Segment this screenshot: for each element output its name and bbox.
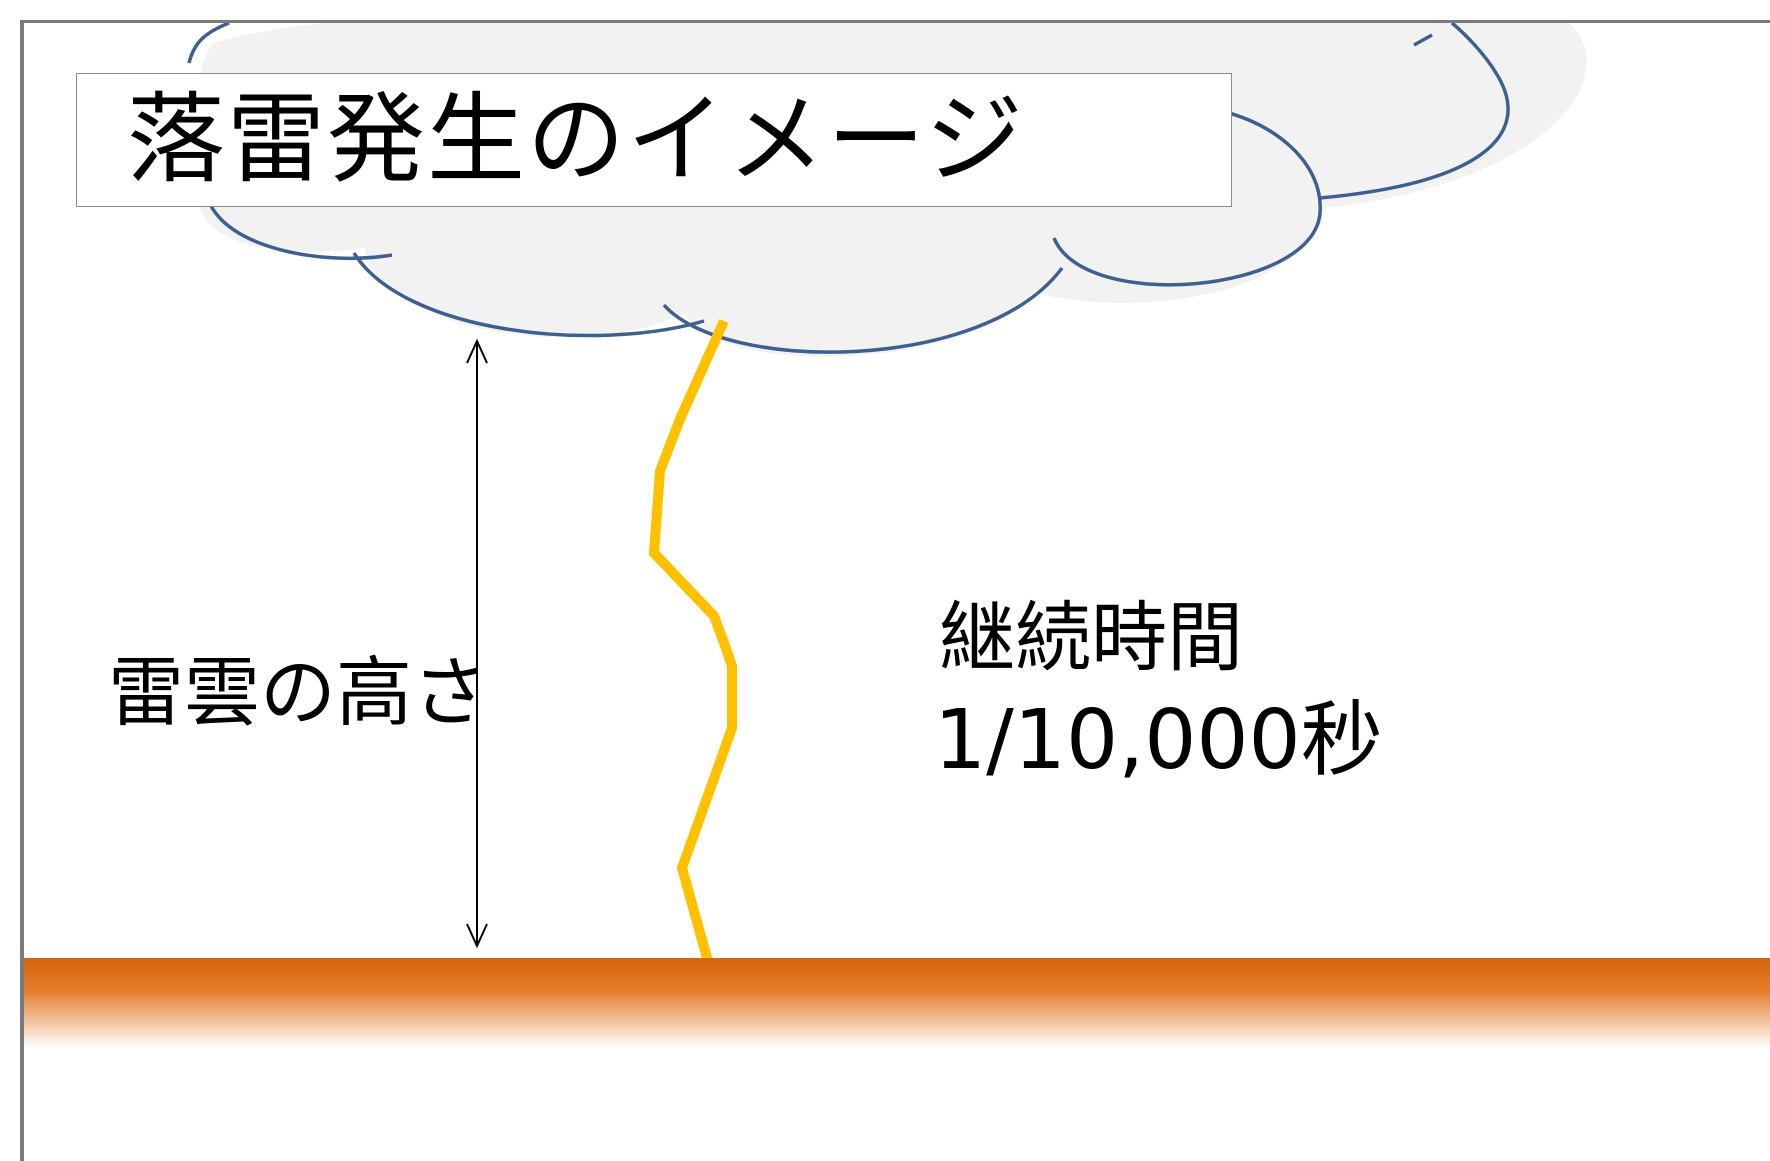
duration-value-label: 1/10,000秒 — [934, 693, 1383, 788]
ground-icon — [24, 958, 1770, 1048]
lightning-bolt-icon — [648, 318, 737, 985]
double-headed-vertical-arrow-icon — [466, 338, 488, 949]
title-box: 落雷発生のイメージ — [76, 73, 1232, 207]
page-title: 落雷発生のイメージ — [127, 83, 1026, 197]
duration-title-label: 継続時間 — [939, 593, 1243, 682]
slide-frame: 落雷発生のイメージ 雷雲の高さ 継続時間 1/10,000秒 — [20, 20, 1770, 1161]
cloud-height-label: 雷雲の高さ — [108, 648, 488, 737]
